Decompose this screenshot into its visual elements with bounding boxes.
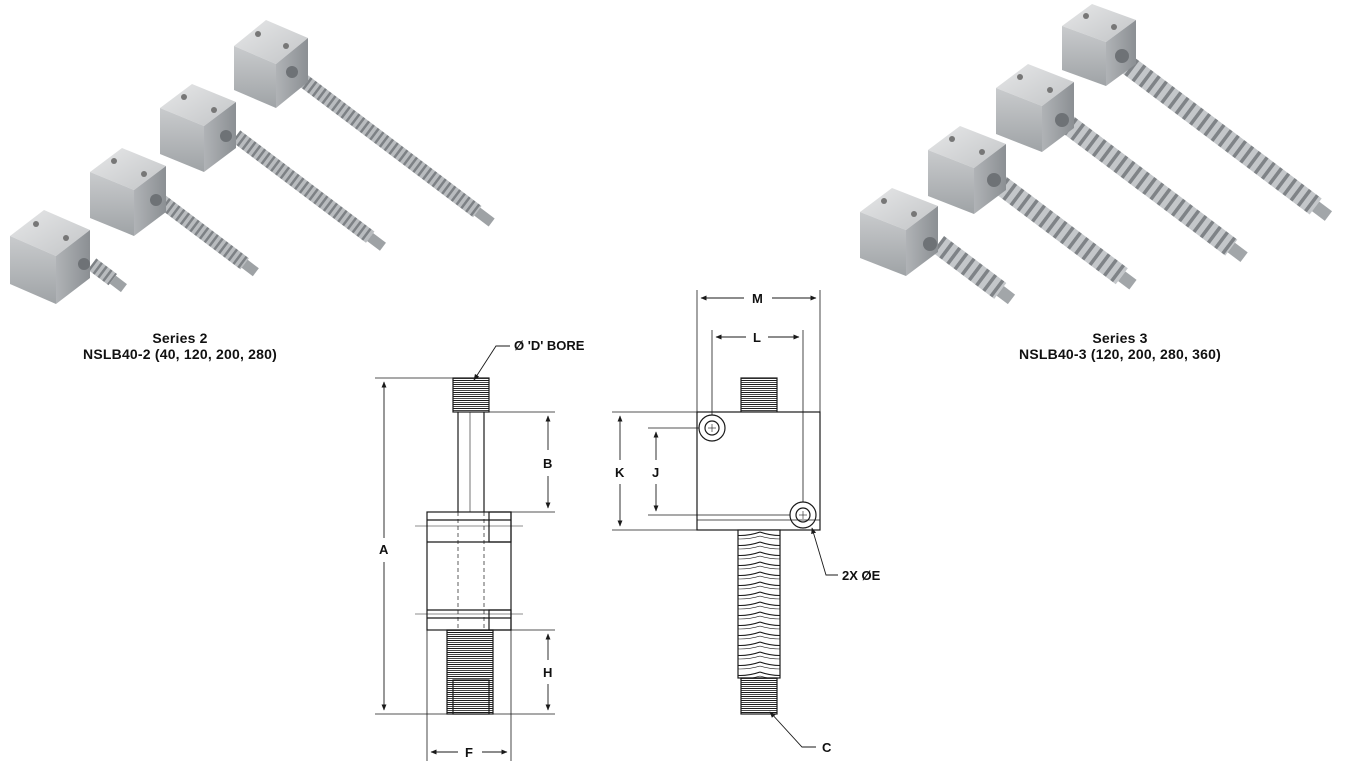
dim-a-label: A xyxy=(379,542,389,557)
series3-photo xyxy=(860,4,1333,305)
series2-block-4 xyxy=(234,20,308,108)
series2-title: Series 2 xyxy=(152,330,208,346)
series2-models: NSLB40-2 (40, 120, 200, 280) xyxy=(83,346,277,362)
series3-title: Series 3 xyxy=(1092,330,1148,346)
series3-models: NSLB40-3 (120, 200, 280, 360) xyxy=(1019,346,1221,362)
series3-block-1 xyxy=(860,188,938,276)
dim-k-label: K xyxy=(615,465,625,480)
dim-l-label: L xyxy=(753,330,761,345)
series2-photo xyxy=(10,20,495,304)
series2-shaft-1 xyxy=(87,258,127,293)
series3-caption: Series 3 NSLB40-3 (120, 200, 280, 360) xyxy=(980,330,1260,362)
bore-label: Ø 'D' BORE xyxy=(514,338,585,353)
series3-shaft-2 xyxy=(987,172,1137,290)
thread-label: C xyxy=(822,740,832,755)
dim-b-label: B xyxy=(543,456,552,471)
front-view xyxy=(612,290,838,748)
series3-shaft-4 xyxy=(1109,48,1333,221)
series2-caption: Series 2 NSLB40-2 (40, 120, 200, 280) xyxy=(40,330,320,362)
series2-shaft-2 xyxy=(155,194,259,277)
dim-m-label: M xyxy=(752,291,763,306)
series2-shaft-3 xyxy=(231,130,386,251)
dim-j-label: J xyxy=(652,465,659,480)
series3-shaft-1 xyxy=(931,236,1016,305)
series3-block-2 xyxy=(928,126,1006,214)
dim-f-label: F xyxy=(465,745,473,760)
series3-block-3 xyxy=(996,64,1074,152)
series3-block-4 xyxy=(1062,4,1136,86)
series2-block-2 xyxy=(90,148,166,236)
series2-shaft-4 xyxy=(287,66,495,227)
dim-h-label: H xyxy=(543,665,552,680)
series2-block-3 xyxy=(160,84,236,172)
series2-block-1 xyxy=(10,210,90,304)
series3-shaft-3 xyxy=(1055,112,1248,263)
side-view xyxy=(375,345,555,761)
holes-label: 2X ØE xyxy=(842,568,881,583)
